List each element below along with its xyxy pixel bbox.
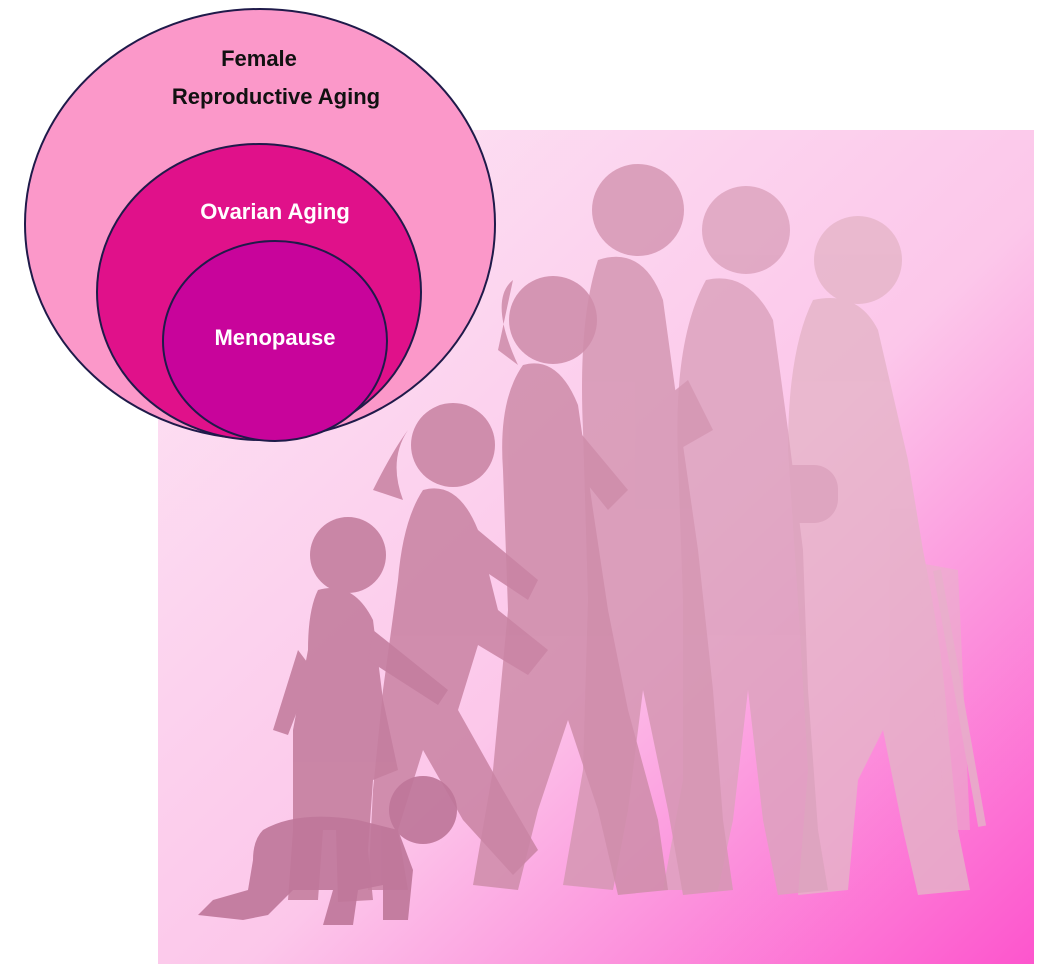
menopause-label: Menopause: [214, 325, 335, 350]
reproductive-aging-label-line2: Reproductive Aging: [172, 84, 380, 109]
ovarian-aging-label: Ovarian Aging: [200, 199, 350, 224]
female-label-line1: Female: [221, 46, 297, 71]
nested-circles-diagram: Female Reproductive Aging Ovarian Aging …: [0, 0, 520, 450]
